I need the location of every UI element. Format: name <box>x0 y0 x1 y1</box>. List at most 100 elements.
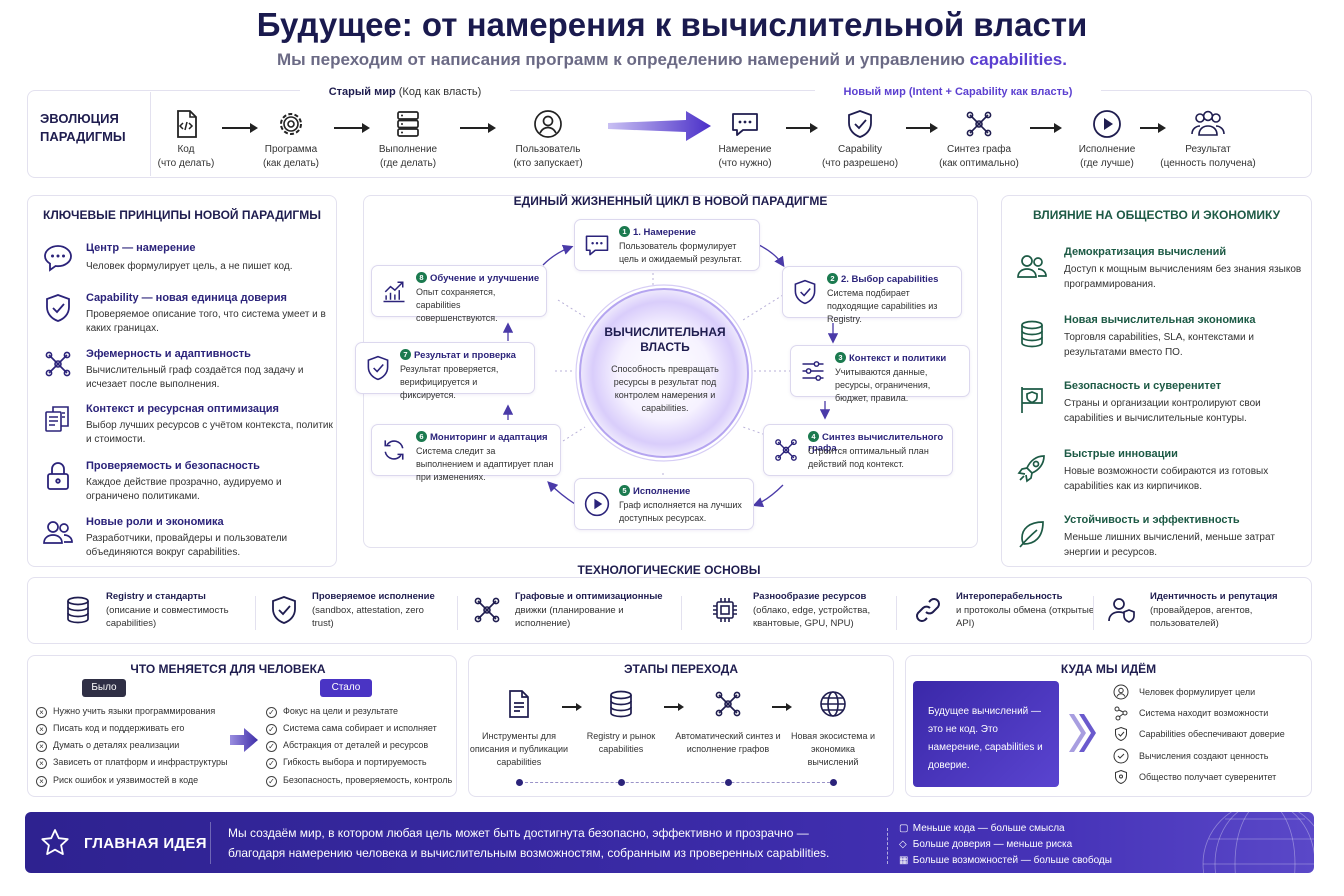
evo-step-title: Capability <box>838 144 882 155</box>
tech-item-title: Registry и стандарты <box>106 591 206 602</box>
lifecycle-center-desc: Способность превращать ресурсы в результ… <box>611 364 719 413</box>
minus-doc-icon: ▢ <box>899 823 909 834</box>
where-item-text: Capabilities обеспечивают доверие <box>1139 729 1285 739</box>
shield-check-icon <box>268 594 300 626</box>
old-world-title: Старый мир <box>328 86 396 98</box>
principle-title: Новые роли и экономика <box>86 516 224 528</box>
check-circle-icon: ✓ <box>266 776 277 787</box>
after-item: ✓Фокус на цели и результате <box>266 705 398 721</box>
stage-item: Новая экосистема и экономика вычислений <box>778 688 888 769</box>
chat-icon <box>729 108 761 140</box>
step-number: 8 <box>416 272 427 283</box>
footer-banner <box>25 812 1314 873</box>
changes-title: ЧТО МЕНЯЕТСЯ ДЛЯ ЧЕЛОВЕКА <box>130 662 326 676</box>
page-subtitle: Мы переходим от написания программ к опр… <box>0 50 1344 70</box>
stage-item: Автоматический синтез и исполнение графо… <box>673 688 783 756</box>
change-arrow-icon <box>230 728 258 752</box>
subtitle-main: Мы переходим от написания программ к опр… <box>277 50 965 69</box>
lifecycle-title: ЕДИНЫЙ ЖИЗНЕННЫЙ ЦИКЛ В НОВОЙ ПАРАДИГМЕ <box>513 194 828 208</box>
footer-point: ▢ Меньше кода — больше смысла <box>899 823 1065 834</box>
where-item-text: Человек формулирует цели <box>1139 687 1256 697</box>
evo-step-graph-synthesis: Синтез графа (как оптимально) <box>924 108 1034 169</box>
tech-item-desc: (описание и совместимость capabilities) <box>106 604 229 630</box>
principle-desc: Каждое действие прозрачно, аудируемо и о… <box>86 477 282 502</box>
lifecycle-step-desc: Строится оптимальный план действий под к… <box>808 446 929 469</box>
after-item: ✓Безопасность, проверяемость, контроль <box>266 774 452 790</box>
refresh-icon <box>380 436 408 464</box>
lifecycle-step-desc: Результат проверяется, верифицируется и … <box>400 364 499 400</box>
nodes-icon <box>1113 705 1129 721</box>
society-item-title: Новая вычислительная экономика <box>1064 314 1256 326</box>
before-item: ×Думать о деталях реализации <box>36 739 179 755</box>
play-icon <box>1091 108 1123 140</box>
footer-point: ▦ Больше возможностей — больше свободы <box>899 855 1112 866</box>
stage-arrow <box>664 703 684 711</box>
society-item: Демократизация вычислений Доступ к мощны… <box>1016 246 1306 298</box>
code-file-icon <box>170 108 202 140</box>
before-item-text: Думать о деталях реализации <box>53 740 180 750</box>
where-highlight-text: Будущее вычислений — это не код. Это нам… <box>928 706 1043 771</box>
after-item-text: Фокус на цели и результате <box>283 706 399 716</box>
database-icon <box>62 594 94 626</box>
shield-check-icon <box>791 278 819 306</box>
lifecycle-step-desc: Граф исполняется на лучших доступных рес… <box>619 500 742 523</box>
society-item-title: Устойчивость и эффективность <box>1064 514 1240 526</box>
sliders-icon <box>799 357 827 385</box>
step-title-text: 2. Выбор capabilities <box>841 274 939 285</box>
check-circle-icon: ✓ <box>266 758 277 769</box>
shield-icon <box>1113 769 1129 785</box>
evo-step-note: (что делать) <box>157 158 215 169</box>
society-item: Устойчивость и эффективность Меньше лишн… <box>1016 514 1306 566</box>
step-number: 4 <box>808 431 819 442</box>
evo-step-title: Программа <box>264 144 318 155</box>
shield-check-icon <box>844 108 876 140</box>
stage-timeline <box>520 782 830 783</box>
double-chevron-icon <box>1069 714 1096 752</box>
graph-icon <box>772 436 800 464</box>
tech-item-desc: (sandbox, attestation, zero trust) <box>312 604 424 630</box>
grid-icon: ▦ <box>899 855 909 866</box>
x-circle-icon: × <box>36 776 47 787</box>
evo-step-note: (где делать) <box>379 158 437 169</box>
principle-desc: Человек формулирует цель, а не пишет код… <box>86 261 293 272</box>
society-item: Быстрые инновации Новые возможности соби… <box>1016 448 1306 500</box>
tech-item-title: Разнообразие ресурсов <box>753 591 867 602</box>
tech-item-text: Проверяемое исполнение(sandbox, attestat… <box>312 590 442 631</box>
stage-item: Инструменты для описания и публикации ca… <box>464 688 574 769</box>
lifecycle-diagram <box>502 244 839 508</box>
society-item-desc: Страны и организации контролируют свои c… <box>1064 398 1261 424</box>
evo-step-note: (что разрешено) <box>821 158 899 169</box>
flag-shield-icon <box>1016 384 1048 416</box>
stage-dot <box>830 779 837 786</box>
tech-item-text: Разнообразие ресурсов(облако, edge, устр… <box>753 590 889 631</box>
principles-title: КЛЮЧЕВЫЕ ПРИНЦИПЫ НОВОЙ ПАРАДИГМЫ <box>43 208 321 222</box>
society-panel: ВЛИЯНИЕ НА ОБЩЕСТВО И ЭКОНОМИКУ Демократ… <box>1001 195 1312 567</box>
principle-title: Проверяемость и безопасность <box>86 460 260 472</box>
stage-item: Registry и рынок capabilities <box>566 688 676 756</box>
principle-title: Центр — намерение <box>86 242 196 254</box>
footer-points-line <box>887 828 888 864</box>
step-title-text: Результат и проверка <box>414 350 516 361</box>
stage-dot <box>516 779 523 786</box>
footer-label: ГЛАВНАЯ ИДЕЯ <box>84 835 207 852</box>
evo-step-title: Результат <box>1185 144 1231 155</box>
stage-label: Registry и рынок capabilities <box>586 731 656 754</box>
footer-globe-graphic <box>1202 812 1314 873</box>
step-number: 7 <box>400 349 411 360</box>
step-title-text: Синтез вычислительного графа <box>808 432 944 454</box>
principle-item: Новые роли и экономика Разработчики, про… <box>42 516 332 562</box>
principle-desc: Вычислительный граф создаётся под задачу… <box>86 365 304 390</box>
evo-arrow <box>222 123 258 133</box>
evolution-label: ЭВОЛЮЦИЯ ПАРАДИГМЫ <box>40 111 126 144</box>
step-title-text: Исполнение <box>633 486 691 497</box>
tech-item-title: Интероперабельность <box>956 591 1063 602</box>
leaf-icon <box>1016 518 1048 550</box>
tech-divider <box>1093 596 1094 630</box>
subtitle-accent: capabilities. <box>969 50 1067 69</box>
evo-step-title: Код <box>177 144 195 155</box>
database-icon <box>605 688 637 720</box>
